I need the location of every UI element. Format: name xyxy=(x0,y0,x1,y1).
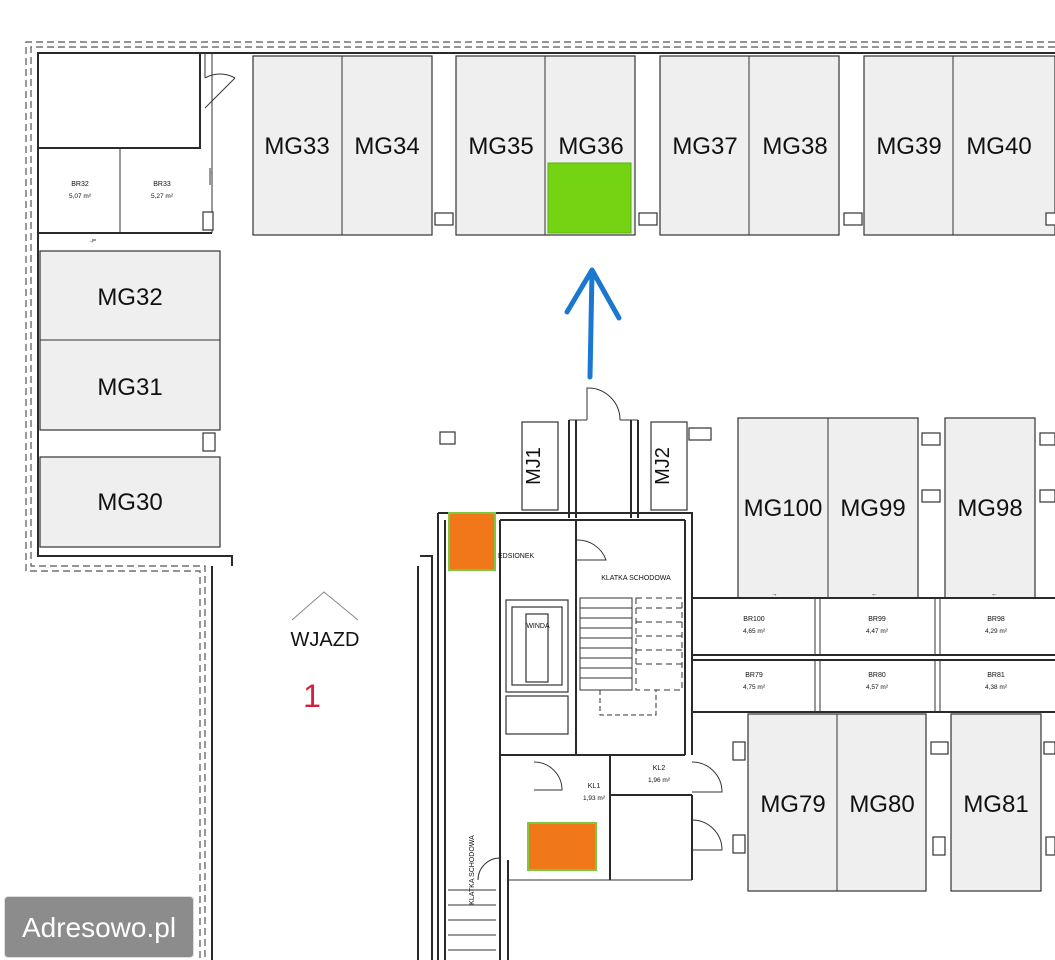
svg-text:↑: ↑ xyxy=(210,170,213,177)
bay-label-mg34: MG34 xyxy=(354,133,419,160)
bay-label-mg39: MG39 xyxy=(876,133,941,160)
bay-label-mg36: MG36 xyxy=(558,133,623,160)
storage-name-br79: BR79 xyxy=(745,672,763,679)
central-core: EDSIONEK KLATKA SCHODOWA WINDA KL1 1,93 … xyxy=(437,387,723,960)
right-upper-bays: MG100 MG99 MG98 xyxy=(737,417,1055,599)
bay-label-mg81: MG81 xyxy=(963,791,1028,818)
lower-staircase xyxy=(448,889,496,951)
bay-label-mg98: MG98 xyxy=(957,495,1022,522)
entrance: WJAZD 1 xyxy=(291,591,360,714)
lower-staircase-label: KLATKA SCHODOWA xyxy=(469,835,476,905)
lift-label-mj1: MJ1 xyxy=(523,447,545,485)
storage-area-br33: 5,27 m² xyxy=(151,193,174,200)
bay-label-mg80: MG80 xyxy=(849,791,914,818)
staircase-steps xyxy=(579,597,683,716)
bay-label-mg38: MG38 xyxy=(762,133,827,160)
elevator-label: WINDA xyxy=(526,623,550,630)
selected-bay-marker xyxy=(547,162,632,234)
kl1-area: 1,93 m² xyxy=(583,795,606,802)
vestibule-marker xyxy=(448,512,496,571)
watermark-logo: Adresowo.pl xyxy=(4,896,194,958)
bay-label-mg35: MG35 xyxy=(468,133,533,160)
svg-text:←: ← xyxy=(871,591,878,598)
storage-area-br98: 4,29 m² xyxy=(985,628,1008,635)
entrance-label: WJAZD xyxy=(291,629,360,651)
storage-area-br81: 4,38 m² xyxy=(985,684,1008,691)
storage-name-br99: BR99 xyxy=(868,616,886,623)
storage-name-br32: BR32 xyxy=(71,181,89,188)
svg-text:→: → xyxy=(771,591,778,598)
kl2-area: 1,96 m² xyxy=(648,777,671,784)
kl2-label: KL2 xyxy=(653,765,666,772)
storage-marker xyxy=(527,822,597,871)
storage-name-br81: BR81 xyxy=(987,672,1005,679)
storage-area-br32: 5,07 m² xyxy=(69,193,92,200)
bay-label-mg40: MG40 xyxy=(966,133,1031,160)
svg-text:→: → xyxy=(88,238,95,245)
vestibule-label: EDSIONEK xyxy=(498,553,535,560)
direction-arrow xyxy=(564,267,622,380)
right-lower-bays: MG79 MG80 MG81 xyxy=(732,713,1055,892)
svg-text:←: ← xyxy=(991,591,998,598)
bay-label-mg100: MG100 xyxy=(744,495,823,522)
storage-name-br98: BR98 xyxy=(987,616,1005,623)
storage-area-br79: 4,75 m² xyxy=(743,684,766,691)
top-left-rooms: ↑ → BR32 5,07 m² BR33 5,27 m² xyxy=(38,53,236,245)
lift-label-mj2: MJ2 xyxy=(652,447,674,485)
bay-label-mg32: MG32 xyxy=(97,284,162,311)
storage-name-br33: BR33 xyxy=(153,181,171,188)
bay-label-mg99: MG99 xyxy=(840,495,905,522)
storage-area-br80: 4,57 m² xyxy=(866,684,889,691)
kl1-label: KL1 xyxy=(588,783,601,790)
outer-boundary xyxy=(25,41,1055,960)
right-storage-rows: BR100 4,65 m² BR99 4,47 m² BR98 4,29 m² … xyxy=(692,591,1055,720)
staircase-label: KLATKA SCHODOWA xyxy=(601,575,671,582)
storage-name-br80: BR80 xyxy=(868,672,886,679)
storage-area-br99: 4,47 m² xyxy=(866,628,889,635)
entrance-number: 1 xyxy=(303,678,321,714)
bay-label-mg31: MG31 xyxy=(97,374,162,401)
storage-area-br100: 4,65 m² xyxy=(743,628,766,635)
top-bays: MG33 MG34 MG35 MG36 MG37 MG38 MG39 MG40 xyxy=(252,55,1055,236)
bay-label-mg30: MG30 xyxy=(97,489,162,516)
storage-name-br100: BR100 xyxy=(743,616,765,623)
bay-label-mg33: MG33 xyxy=(264,133,329,160)
bay-label-mg79: MG79 xyxy=(760,791,825,818)
bay-label-mg37: MG37 xyxy=(672,133,737,160)
left-bays: MG32 MG31 MG30 xyxy=(39,250,221,548)
